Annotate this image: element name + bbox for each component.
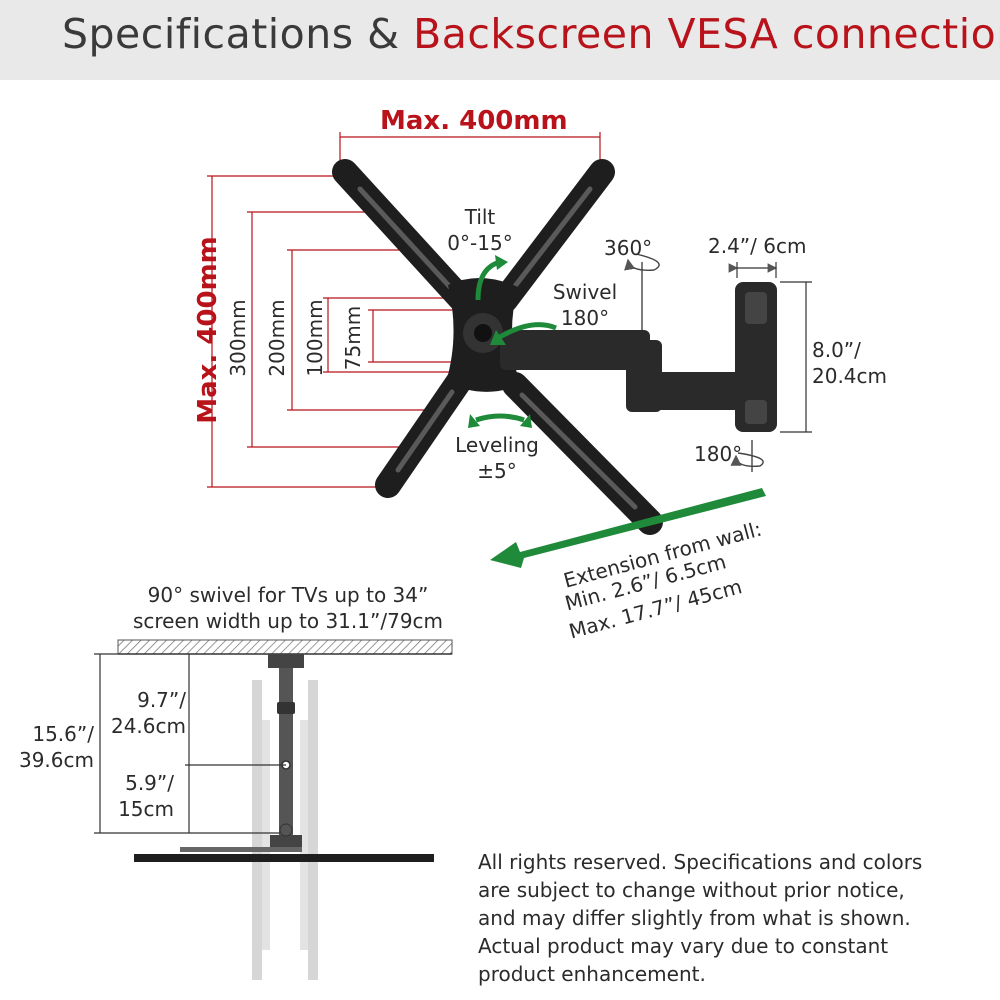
- top-view: [94, 639, 453, 980]
- vesa-200-label: 200mm: [265, 299, 289, 377]
- title-specifications: Specifications &: [62, 10, 414, 58]
- vesa-75-label: 75mm: [341, 305, 365, 371]
- title-vesa-connection: Backscreen VESA connection: [413, 10, 1000, 58]
- topview-caption-1: 90° swivel for TVs up to 34”: [147, 583, 429, 607]
- swivel-range: 180°: [560, 306, 610, 330]
- upper-depth-cm: 24.6cm: [110, 714, 186, 738]
- vesa-300-label: 300mm: [226, 299, 250, 377]
- total-depth-cm: 39.6cm: [18, 748, 94, 772]
- wall-plate-height-cm: 20.4cm: [812, 364, 888, 388]
- bottom-rotation-label: 180°: [694, 442, 743, 466]
- wall-plate-height-in: 8.0”/: [812, 338, 861, 362]
- vesa-dimensions: [207, 132, 601, 488]
- vesa-100-label: 100mm: [303, 299, 327, 377]
- extension-arrow: [490, 488, 766, 568]
- max-width-label: Max. 400mm: [380, 106, 568, 136]
- wall-plate-dimensions: [728, 262, 812, 433]
- notice-line: product enhancement.: [478, 962, 706, 986]
- total-depth-in: 15.6”/: [32, 722, 94, 746]
- notice-line: All rights reserved. Specifications and …: [478, 850, 923, 874]
- notice-line: Actual product may vary due to constant: [478, 934, 889, 958]
- wall-rotation-label: 360°: [604, 236, 653, 260]
- leveling-range: ±5°: [477, 459, 517, 483]
- swivel-title: Swivel: [552, 280, 618, 304]
- lower-depth-in: 5.9”/: [125, 771, 174, 795]
- page-title: Specifications & Backscreen VESA connect…: [62, 10, 1000, 58]
- upper-depth-in: 9.7”/: [137, 688, 186, 712]
- wall-plate-width-label: 2.4”/ 6cm: [708, 234, 807, 258]
- swing-arm: [500, 282, 777, 432]
- tilt-title: Tilt: [464, 205, 496, 229]
- rotation-indicators: [624, 253, 764, 472]
- leveling-title: Leveling: [455, 433, 539, 457]
- notice-line: and may differ slightly from what is sho…: [478, 906, 911, 930]
- topview-caption-2: screen width up to 31.1”/79cm: [132, 609, 444, 633]
- notice-line: are subject to change without prior noti…: [478, 878, 905, 902]
- lower-depth-cm: 15cm: [118, 797, 174, 821]
- legal-notice: All rights reserved. Specifications and …: [478, 848, 978, 988]
- max-height-label: Max. 400mm: [193, 236, 223, 424]
- header-bar: [0, 0, 1000, 80]
- tilt-range: 0°-15°: [447, 231, 513, 255]
